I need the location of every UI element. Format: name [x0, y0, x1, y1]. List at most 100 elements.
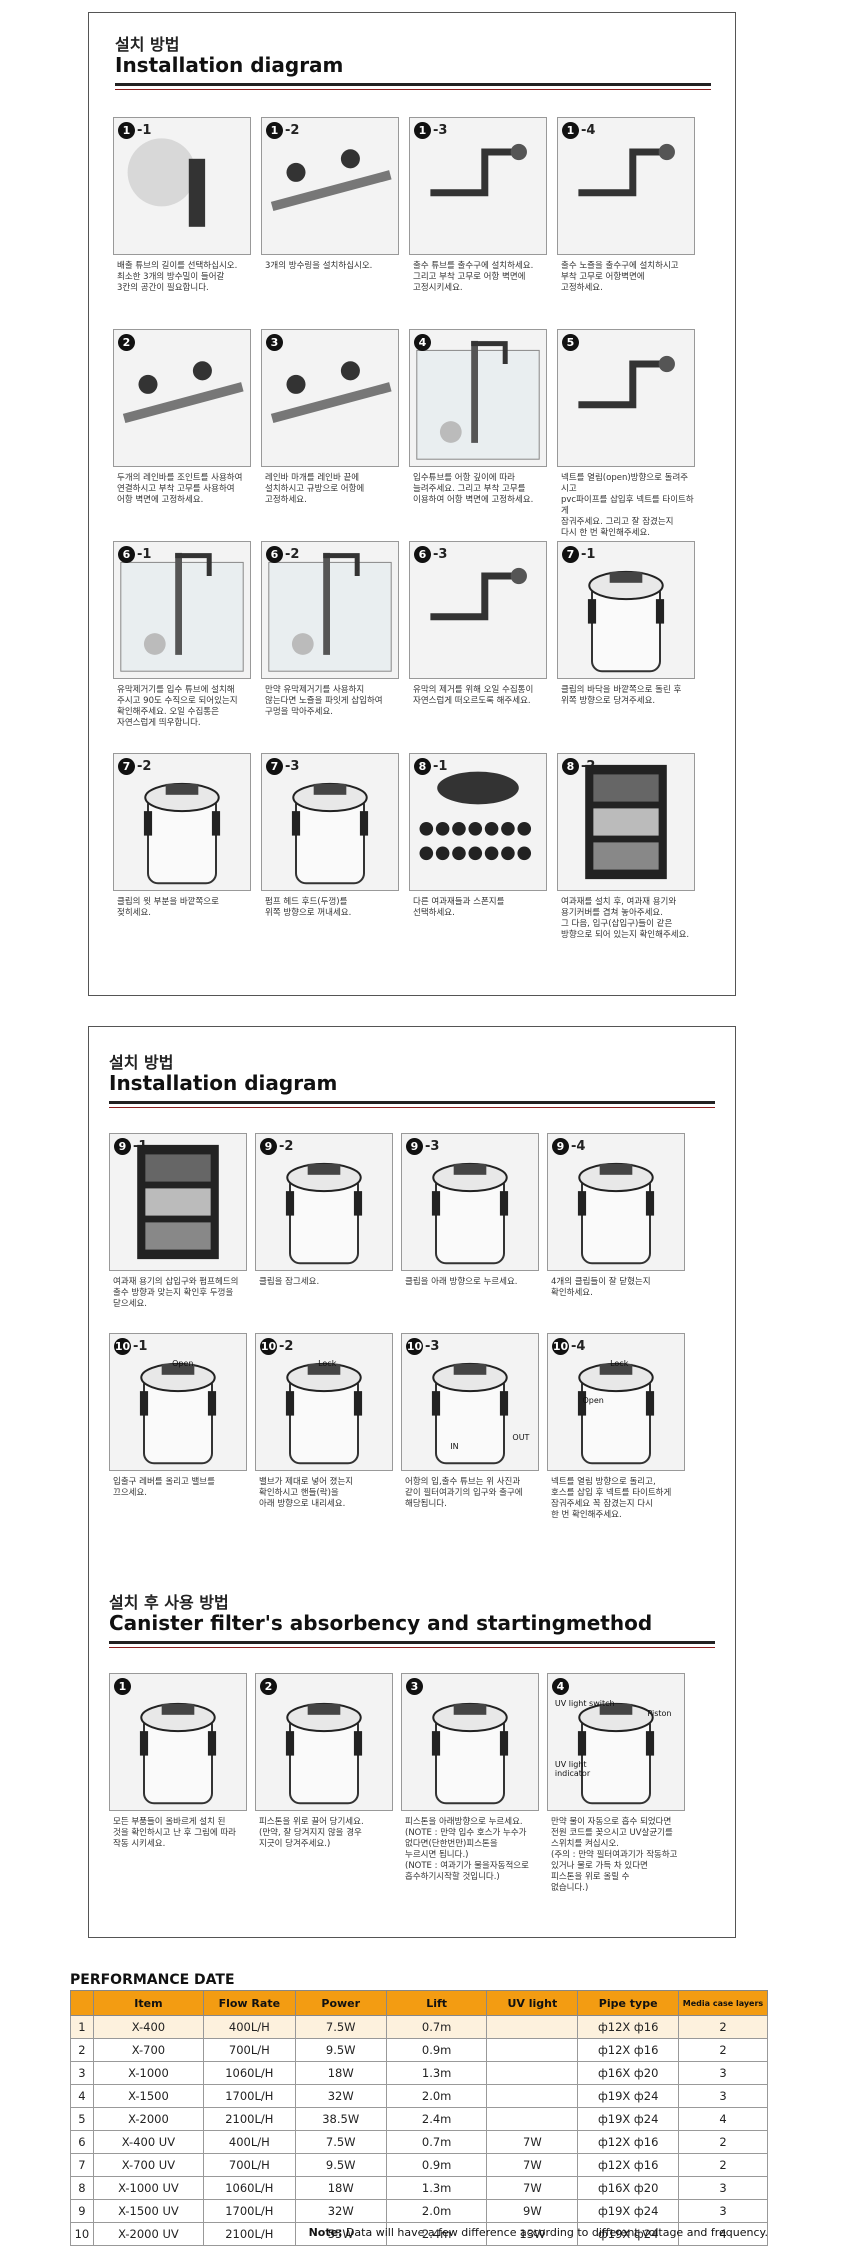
table-cell: 7W: [486, 2130, 579, 2154]
step-card: 8-1 다른 여과재들과 스폰지를 선택하세요.: [409, 753, 547, 971]
step-sub-number: -2: [285, 547, 300, 562]
step-photo: 6-1: [113, 541, 251, 679]
table-cell: 1060L/H: [203, 2061, 296, 2085]
table-cell: 32W: [294, 2199, 387, 2223]
step-sub-number: -3: [425, 1339, 440, 1354]
step-caption: 배출 튜브의 길이를 선택하십시오. 최소한 3개의 방수밀이 들어갈 3칸의 …: [117, 261, 238, 293]
step-card: 7-3 펌프 헤드 후드(두껑)를 위쪽 방향으로 꺼내세요.: [261, 753, 399, 971]
table-cell: 2.4m: [385, 2222, 488, 2246]
table-cell: X-1000 UV: [92, 2176, 205, 2200]
step-sub-number: -2: [279, 1339, 294, 1354]
step-caption: 다른 여과재들과 스폰지를 선택하세요.: [413, 897, 505, 918]
table-cell: ф19X ф24: [577, 2222, 680, 2246]
step-caption: 만약 유막제거기를 사용하지 않는다면 노즐을 파잇게 삽입하여 구멍을 막아주…: [265, 685, 383, 717]
step-caption: 유막의 제거를 위해 오일 수집통이 자연스럽게 떠오르도록 해주세요.: [413, 685, 534, 706]
panel-title-en: Installation diagram: [109, 1071, 338, 1095]
step-photo: 5: [557, 329, 695, 467]
table-cell: [486, 2107, 579, 2131]
header-uv-light: UV light: [486, 1990, 579, 2016]
photo-label: UV light switch: [554, 1698, 615, 1708]
title-rule-thin: [109, 1107, 715, 1108]
table-cell: X-2000 UV: [92, 2222, 205, 2246]
step-number-badge: 7-3: [266, 758, 299, 775]
step-number-badge: 3: [266, 334, 285, 351]
title-rule: [109, 1101, 715, 1104]
table-cell: [486, 2084, 579, 2108]
photo-label: Piston: [647, 1708, 672, 1718]
step-photo: 2: [255, 1673, 393, 1811]
step-number-badge: 2: [260, 1678, 277, 1695]
table-cell: 9: [70, 2199, 94, 2223]
table-cell: 7: [70, 2153, 94, 2177]
step-number: 6: [266, 546, 283, 563]
step-caption: 입출구 레버를 올리고 밸브를 끄으세요.: [113, 1477, 215, 1498]
table-cell: 2: [678, 2153, 768, 2177]
step-number: 9: [260, 1138, 277, 1155]
note-text: Data will have a few difference accordin…: [342, 2226, 768, 2239]
step-photo: 1-3: [409, 117, 547, 255]
table-cell: ф19X ф24: [577, 2084, 680, 2108]
table-cell: 18W: [294, 2176, 387, 2200]
step-number: 1: [114, 1678, 131, 1695]
table-cell: 7.5W: [294, 2130, 387, 2154]
step-number: 6: [414, 546, 431, 563]
step-sub-number: -3: [433, 123, 448, 138]
table-cell: 3: [678, 2176, 768, 2200]
section-title-ko: 설치 후 사용 방법: [109, 1593, 229, 1612]
step-number-badge: 1: [114, 1678, 131, 1695]
step-number-badge: 7-2: [118, 758, 151, 775]
table-cell: 10: [70, 2222, 94, 2246]
table-cell: 2100L/H: [203, 2222, 296, 2246]
step-photo: 7-2: [113, 753, 251, 891]
step-photo: 9-1: [109, 1133, 247, 1271]
step-caption: 클립의 바닥을 바깥쪽으로 돌린 후 위쪽 방향으로 당겨주세요.: [561, 685, 682, 706]
step-number: 1: [266, 122, 283, 139]
step-caption: 펌프 헤드 후드(두껑)를 위쪽 방향으로 꺼내세요.: [265, 897, 352, 918]
step-number: 9: [114, 1138, 131, 1155]
step-number-badge: 8-1: [414, 758, 447, 775]
table-cell: ф19X ф24: [577, 2199, 680, 2223]
table-cell: 2: [70, 2038, 94, 2062]
table-cell: 38.5W: [294, 2107, 387, 2131]
step-photo: 2: [113, 329, 251, 467]
step-photo: 4: [409, 329, 547, 467]
table-header-row: Item Flow Rate Power Lift UV light Pipe …: [70, 1990, 768, 2016]
table-cell: 5: [70, 2107, 94, 2131]
title-rule: [115, 83, 711, 86]
step-sub-number: -1: [433, 759, 448, 774]
step-caption: 밸브가 제대로 넣어 졌는지 확인하시고 핸들(락)을 아래 방향으로 내리세요…: [259, 1477, 354, 1509]
table-cell: ф19X ф24: [577, 2107, 680, 2131]
photo-label: IN: [450, 1441, 459, 1451]
step-number-badge: 9-4: [552, 1138, 585, 1155]
step-number-badge: 1-4: [562, 122, 595, 139]
table-cell: 9W: [486, 2199, 579, 2223]
table-cell: X-1500 UV: [92, 2199, 205, 2223]
step-caption: 여과재를 설치 후, 여과재 용기와 용기커버를 겹쳐 놓아주세요. 그 다음,…: [561, 897, 690, 940]
table-cell: 9.5W: [294, 2153, 387, 2177]
step-sub-number: -3: [285, 759, 300, 774]
table-cell: 400L/H: [203, 2130, 296, 2154]
photo-label: OUT: [512, 1433, 530, 1443]
step-number: 9: [406, 1138, 423, 1155]
step-number-badge: 10-4: [552, 1338, 585, 1355]
step-photo: 7-3: [261, 753, 399, 891]
performance-table: Item Flow Rate Power Lift UV light Pipe …: [70, 1990, 768, 2246]
table-cell: 4: [678, 2107, 768, 2131]
step-caption: 어항의 입,출수 튜브는 위 사진과 같이 필터여과기의 입구와 출구에 해당됩…: [405, 1477, 523, 1509]
header-number: [70, 1990, 94, 2016]
